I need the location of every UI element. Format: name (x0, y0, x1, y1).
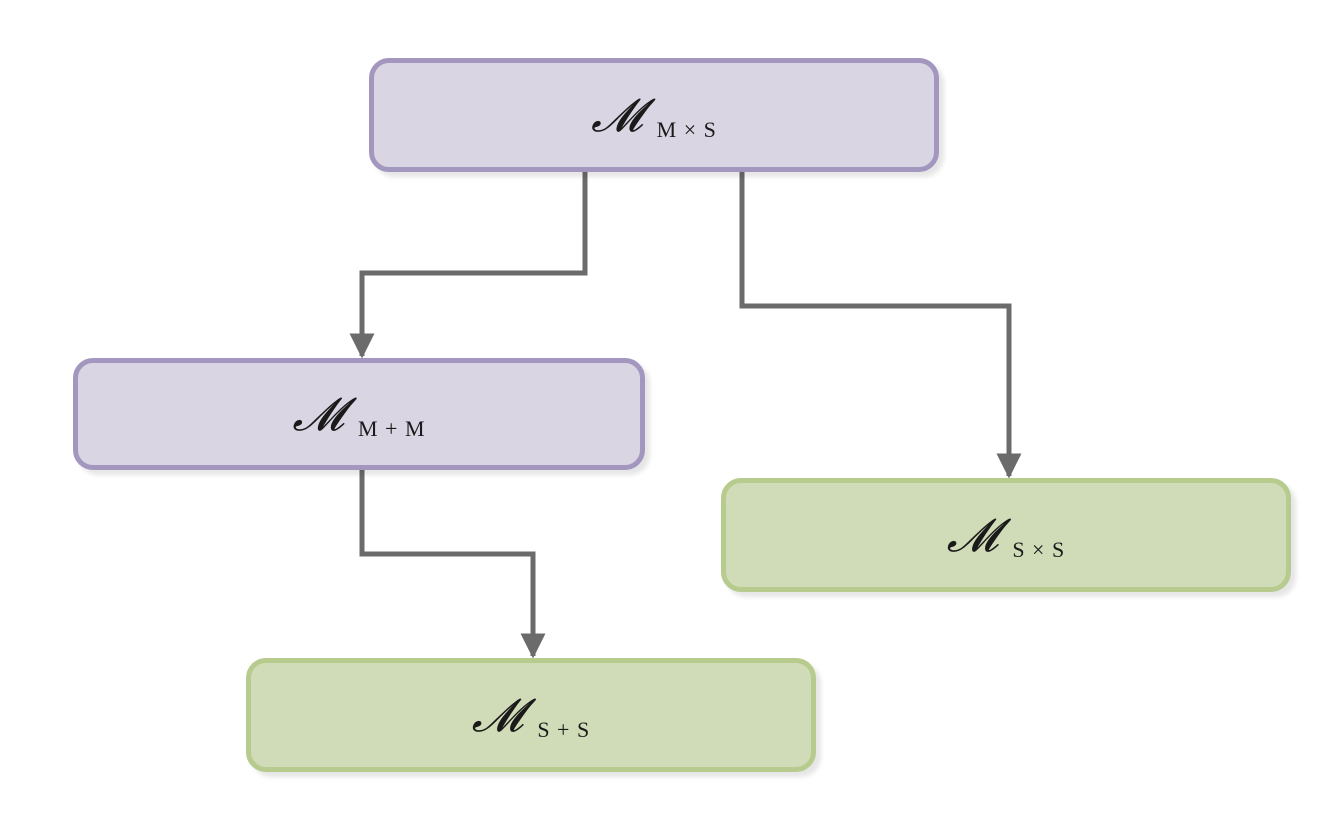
subscript: M + M (358, 416, 426, 441)
math-symbol-m: 𝓜 (471, 688, 524, 742)
node-s-times-s: 𝓜 S × S (721, 478, 1291, 592)
math-symbol-m: 𝓜 (946, 508, 999, 562)
subscript: S × S (1012, 537, 1066, 562)
node-label: 𝓜 S + S (471, 688, 590, 742)
edge-mxs-to-sxs (739, 172, 1022, 479)
node-label: 𝓜 S × S (946, 508, 1065, 562)
node-m-times-s: 𝓜 M × S (369, 58, 939, 172)
math-symbol-m: 𝓜 (292, 387, 344, 441)
node-m-plus-m: 𝓜 M + M (73, 358, 645, 470)
edge-mpm-to-sps (359, 470, 546, 659)
node-s-plus-s: 𝓜 S + S (246, 658, 816, 772)
subscript: S + S (537, 717, 591, 742)
edge-mxs-to-mpm (349, 172, 588, 359)
node-label: 𝓜 M × S (591, 88, 717, 142)
subscript: M × S (656, 117, 717, 142)
node-label: 𝓜 M + M (292, 387, 425, 441)
math-symbol-m: 𝓜 (591, 88, 643, 142)
